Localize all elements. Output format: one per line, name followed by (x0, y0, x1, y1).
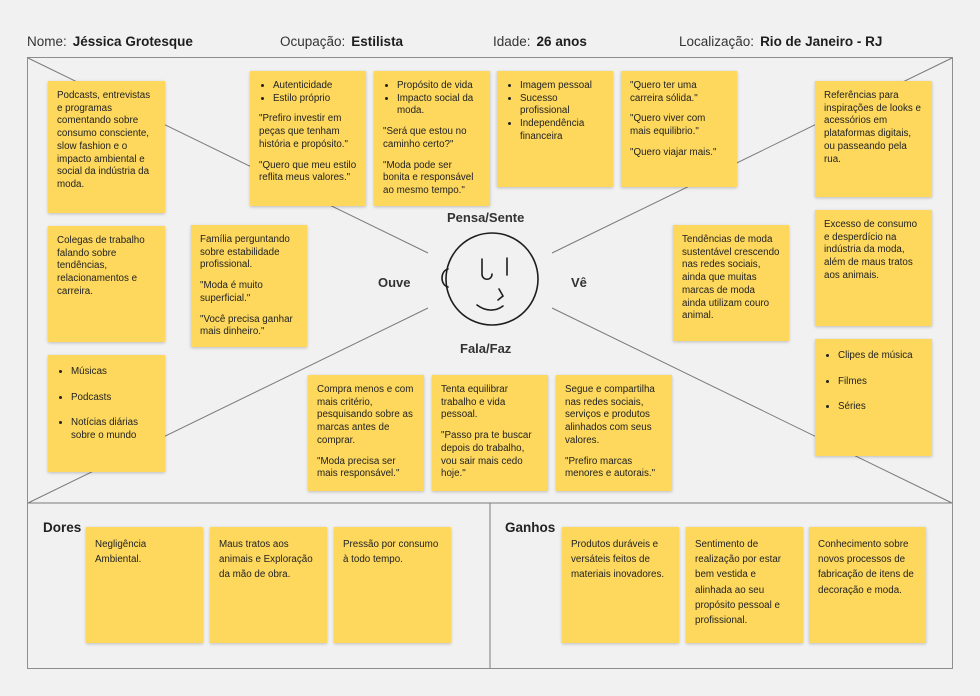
note-text: Conhecimento sobre novos processos de fa… (818, 539, 914, 596)
note-quote: "Moda pode ser bonita e responsável ao m… (383, 159, 474, 197)
sticky-note[interactable]: Sentimento de realização por estar bem v… (686, 527, 803, 643)
list-item: Músicas (71, 366, 156, 379)
sticky-note[interactable]: Podcasts, entrevistas e programas coment… (48, 81, 165, 213)
note-quote: "Quero ter uma carreira sólida." (630, 80, 698, 104)
note-text: Segue e compartilha nas redes sociais, s… (565, 384, 655, 446)
note-text: Tenta equilibrar trabalho e vida pessoal… (441, 384, 508, 421)
note-text: Podcasts, entrevistas e programas coment… (57, 90, 151, 191)
list-item: Independência financeira (520, 118, 604, 143)
list-item: Estilo próprio (273, 93, 357, 106)
pains-title: Dores (43, 520, 82, 535)
list-item: Clipes de música (838, 350, 923, 363)
sticky-note[interactable]: Colegas de trabalho falando sobre tendên… (48, 226, 165, 342)
sticky-note[interactable]: Imagem pessoal Sucesso profissional Inde… (497, 71, 613, 187)
list-item: Sucesso profissional (520, 93, 604, 118)
sticky-note[interactable]: Maus tratos aos animais e Exploração da … (210, 527, 327, 643)
location-label: Localização: (679, 34, 755, 49)
note-quote: "Quero que meu estilo reflita meus valor… (259, 159, 357, 184)
sticky-note[interactable]: Segue e compartilha nas redes sociais, s… (556, 375, 672, 491)
quadrant-label-sees: Vê (571, 275, 587, 290)
sticky-note[interactable]: Compra menos e com mais critério, pesqui… (308, 375, 424, 491)
sticky-note[interactable]: "Quero ter uma carreira sólida." "Quero … (621, 71, 737, 187)
note-quote: "Moda precisa ser mais responsável." (317, 455, 400, 480)
sticky-note[interactable]: Tendências de moda sustentável crescendo… (673, 225, 789, 341)
face-icon (441, 232, 539, 326)
note-text: Família perguntando sobre estabilidade p… (200, 234, 290, 271)
note-quote: "Será que estou no caminho certo?" (383, 126, 467, 150)
persona-occupation: Ocupação: Estilista (280, 34, 403, 49)
name-label: Nome: (27, 34, 67, 49)
diagonal-bottom-right (551, 307, 953, 504)
note-quote: "Passo pra te buscar depois do trabalho,… (441, 430, 532, 480)
list-item: Podcasts (71, 392, 156, 405)
note-text: Compra menos e com mais critério, pesqui… (317, 384, 414, 446)
sticky-note[interactable]: Excesso de consumo e desperdício na indú… (815, 210, 932, 326)
list-item: Impacto social da moda. (397, 93, 481, 118)
list-item: Imagem pessoal (520, 80, 604, 93)
note-text: Pressão por consumo à todo tempo. (343, 539, 439, 566)
note-text: Excesso de consumo e desperdício na indú… (824, 219, 918, 281)
occupation-label: Ocupação: (280, 34, 346, 49)
gains-title: Ganhos (505, 520, 556, 535)
note-quote: "Prefiro investir em peças que tenham hi… (259, 113, 348, 150)
quadrant-label-hears: Ouve (378, 275, 411, 290)
list-item: Notícias diárias sobre o mundo (71, 417, 156, 442)
sticky-note[interactable]: Família perguntando sobre estabilidade p… (191, 225, 307, 347)
sticky-note[interactable]: Clipes de música Filmes Séries (815, 339, 932, 456)
quadrant-label-says: Fala/Faz (460, 341, 512, 356)
sticky-note[interactable]: Referências para inspirações de looks e … (815, 81, 932, 197)
location-value: Rio de Janeiro - RJ (760, 34, 883, 49)
note-text: Negligência Ambiental. (95, 539, 147, 566)
sticky-note[interactable]: Tenta equilibrar trabalho e vida pessoal… (432, 375, 548, 491)
note-quote: "Prefiro marcas menores e autorais." (565, 455, 656, 480)
sticky-note[interactable]: Produtos duráveis e versáteis feitos de … (562, 527, 679, 643)
sticky-note[interactable]: Pressão por consumo à todo tempo. (334, 527, 451, 643)
note-text: Produtos duráveis e versáteis feitos de … (571, 539, 665, 581)
sticky-note[interactable]: Músicas Podcasts Notícias diárias sobre … (48, 355, 165, 472)
persona-location: Localização: Rio de Janeiro - RJ (679, 34, 882, 49)
list-item: Autenticidade (273, 80, 357, 93)
sticky-note[interactable]: Propósito de vida Impacto social da moda… (374, 71, 490, 206)
age-value: 26 anos (536, 34, 587, 49)
note-text: Colegas de trabalho falando sobre tendên… (57, 235, 145, 297)
sticky-note[interactable]: Autenticidade Estilo próprio "Prefiro in… (250, 71, 366, 206)
occupation-value: Estilista (351, 34, 404, 49)
note-text: Maus tratos aos animais e Exploração da … (219, 539, 313, 581)
note-text: Sentimento de realização por estar bem v… (695, 539, 782, 626)
quadrant-label-thinks: Pensa/Sente (447, 210, 525, 225)
note-quote: "Quero viver com mais equilibrio." (630, 113, 706, 138)
empathy-map-frame (27, 57, 953, 669)
sticky-note[interactable]: Conhecimento sobre novos processos de fa… (809, 527, 926, 643)
note-quote: "Moda é muito superficial." (200, 280, 263, 304)
persona-age: Idade: 26 anos (493, 34, 587, 49)
list-item: Séries (838, 401, 923, 414)
note-text: Tendências de moda sustentável crescendo… (682, 234, 780, 322)
note-text: Referências para inspirações de looks e … (824, 90, 921, 165)
persona-name: Nome: Jéssica Grotesque (27, 34, 193, 49)
name-value: Jéssica Grotesque (72, 34, 193, 49)
sticky-note[interactable]: Negligência Ambiental. (86, 527, 203, 643)
list-item: Filmes (838, 376, 923, 389)
list-item: Propósito de vida (397, 80, 481, 93)
note-quote: "Quero viajar mais." (630, 146, 717, 158)
note-quote: "Você precisa ganhar mais dinheiro." (200, 313, 293, 338)
age-label: Idade: (493, 34, 531, 49)
